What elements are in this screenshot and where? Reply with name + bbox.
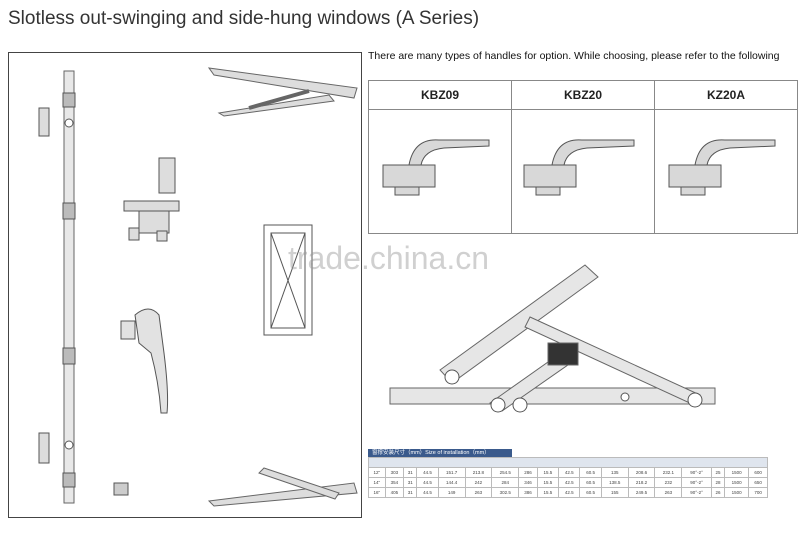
watermark: trade.china.cn <box>288 240 490 276</box>
handle-name-1: KBZ09 <box>369 81 512 109</box>
handle-name-2: KBZ20 <box>512 81 655 109</box>
installation-size-table: 窗撑安装尺寸（mm）Size of installation（mm） 12"30… <box>368 449 768 498</box>
hardware-drawing <box>38 67 358 507</box>
handle-note: There are many types of handles for opti… <box>368 50 780 62</box>
handle-options-table: KBZ09 KBZ20 KZ20A <box>368 80 798 234</box>
latch-block <box>113 482 129 496</box>
handle-image-1 <box>369 110 512 233</box>
page-title: Slotless out-swinging and side-hung wind… <box>8 8 480 29</box>
friction-stay-illustration <box>389 264 716 413</box>
window-schematic <box>263 224 313 336</box>
handle-image-2 <box>512 110 655 233</box>
lock-keeper <box>123 157 180 242</box>
friction-stay-top <box>207 67 358 117</box>
handle <box>120 308 169 414</box>
handle-name-3: KZ20A <box>706 88 745 102</box>
hardware-panel <box>8 52 362 518</box>
size-table-caption: 窗撑安装尺寸（mm）Size of installation（mm） <box>368 449 512 457</box>
handle-image-3 <box>655 110 797 233</box>
friction-stay-bottom <box>207 467 358 507</box>
